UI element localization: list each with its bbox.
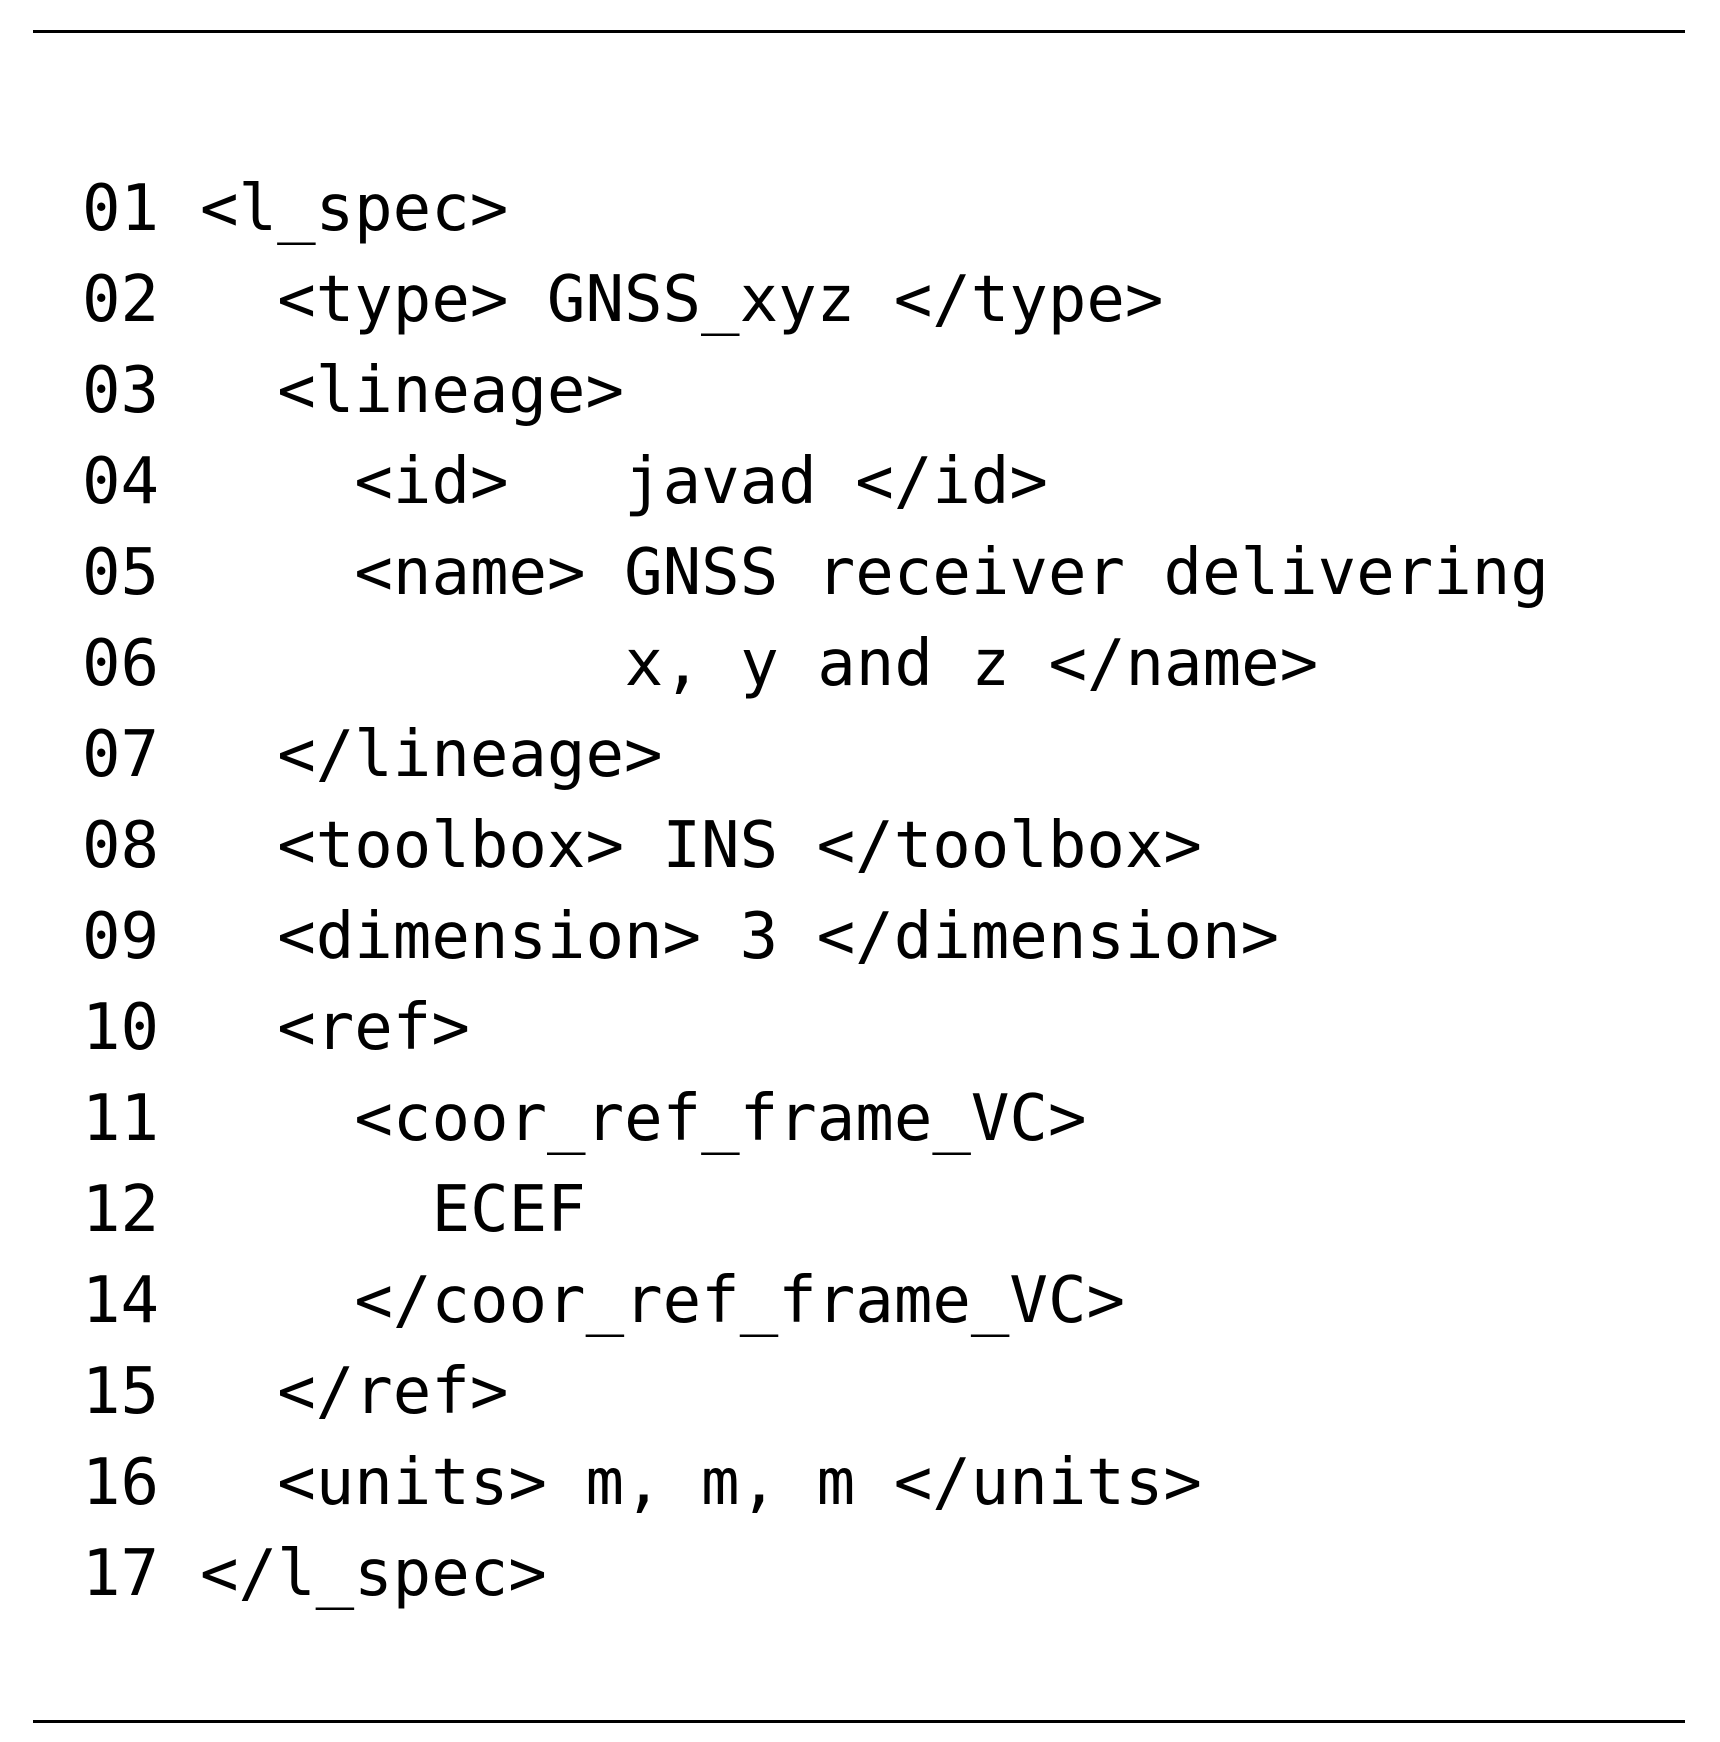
top-rule [33, 30, 1685, 33]
line-number: 14 [82, 1264, 160, 1338]
code-line: 14 </coor_ref_frame_VC> [82, 1256, 1125, 1347]
line-number: 04 [82, 445, 160, 519]
line-number: 11 [82, 1082, 160, 1156]
line-number: 01 [82, 172, 160, 246]
line-number: 07 [82, 718, 160, 792]
code-text: <l_spec> [200, 172, 509, 246]
bottom-rule [33, 1720, 1685, 1723]
code-line: 12 ECEF [82, 1165, 586, 1256]
line-number: 17 [82, 1537, 160, 1611]
code-text: <name> GNSS receiver delivering [354, 536, 1549, 610]
line-number: 15 [82, 1355, 160, 1429]
code-text: </coor_ref_frame_VC> [354, 1264, 1126, 1338]
code-line: 05 <name> GNSS receiver delivering [82, 528, 1549, 619]
line-number: 05 [82, 536, 160, 610]
line-number: 03 [82, 354, 160, 428]
code-line: 06 x, y and z </name> [82, 619, 1318, 710]
line-number: 16 [82, 1446, 160, 1520]
code-line: 09 <dimension> 3 </dimension> [82, 892, 1279, 983]
code-line: 16 <units> m, m, m </units> [82, 1438, 1202, 1529]
code-text: <toolbox> INS </toolbox> [277, 809, 1202, 883]
code-text: <id> javad </id> [354, 445, 1048, 519]
line-number: 08 [82, 809, 160, 883]
code-listing: 01 <l_spec> 02 <type> GNSS_xyz </type> 03 <… [82, 164, 1549, 1620]
code-text: <type> GNSS_xyz </type> [277, 263, 1164, 337]
code-text: </ref> [277, 1355, 509, 1429]
code-text: </lineage> [277, 718, 663, 792]
code-text: </l_spec> [200, 1537, 547, 1611]
code-text: x, y and z </name> [624, 627, 1319, 701]
code-line: 02 <type> GNSS_xyz </type> [82, 255, 1163, 346]
code-text: <units> m, m, m </units> [277, 1446, 1202, 1520]
code-text: <lineage> [277, 354, 624, 428]
code-line: 15 </ref> [82, 1347, 508, 1438]
code-line: 11 <coor_ref_frame_VC> [82, 1074, 1086, 1165]
code-text: <dimension> 3 </dimension> [277, 900, 1279, 974]
code-line: 08 <toolbox> INS </toolbox> [82, 801, 1202, 892]
code-line: 07 </lineage> [82, 710, 663, 801]
code-line: 04 <id> javad </id> [82, 437, 1048, 528]
code-line: 10 <ref> [82, 983, 470, 1074]
code-line: 01 <l_spec> [82, 164, 508, 255]
code-line: 03 <lineage> [82, 346, 624, 437]
line-number: 02 [82, 263, 160, 337]
line-number: 12 [82, 1173, 160, 1247]
line-number: 06 [82, 627, 160, 701]
code-text: <ref> [277, 991, 470, 1065]
line-number: 09 [82, 900, 160, 974]
code-text: <coor_ref_frame_VC> [354, 1082, 1087, 1156]
code-line: 17 </l_spec> [82, 1529, 547, 1620]
code-text: ECEF [431, 1173, 586, 1247]
line-number: 10 [82, 991, 160, 1065]
